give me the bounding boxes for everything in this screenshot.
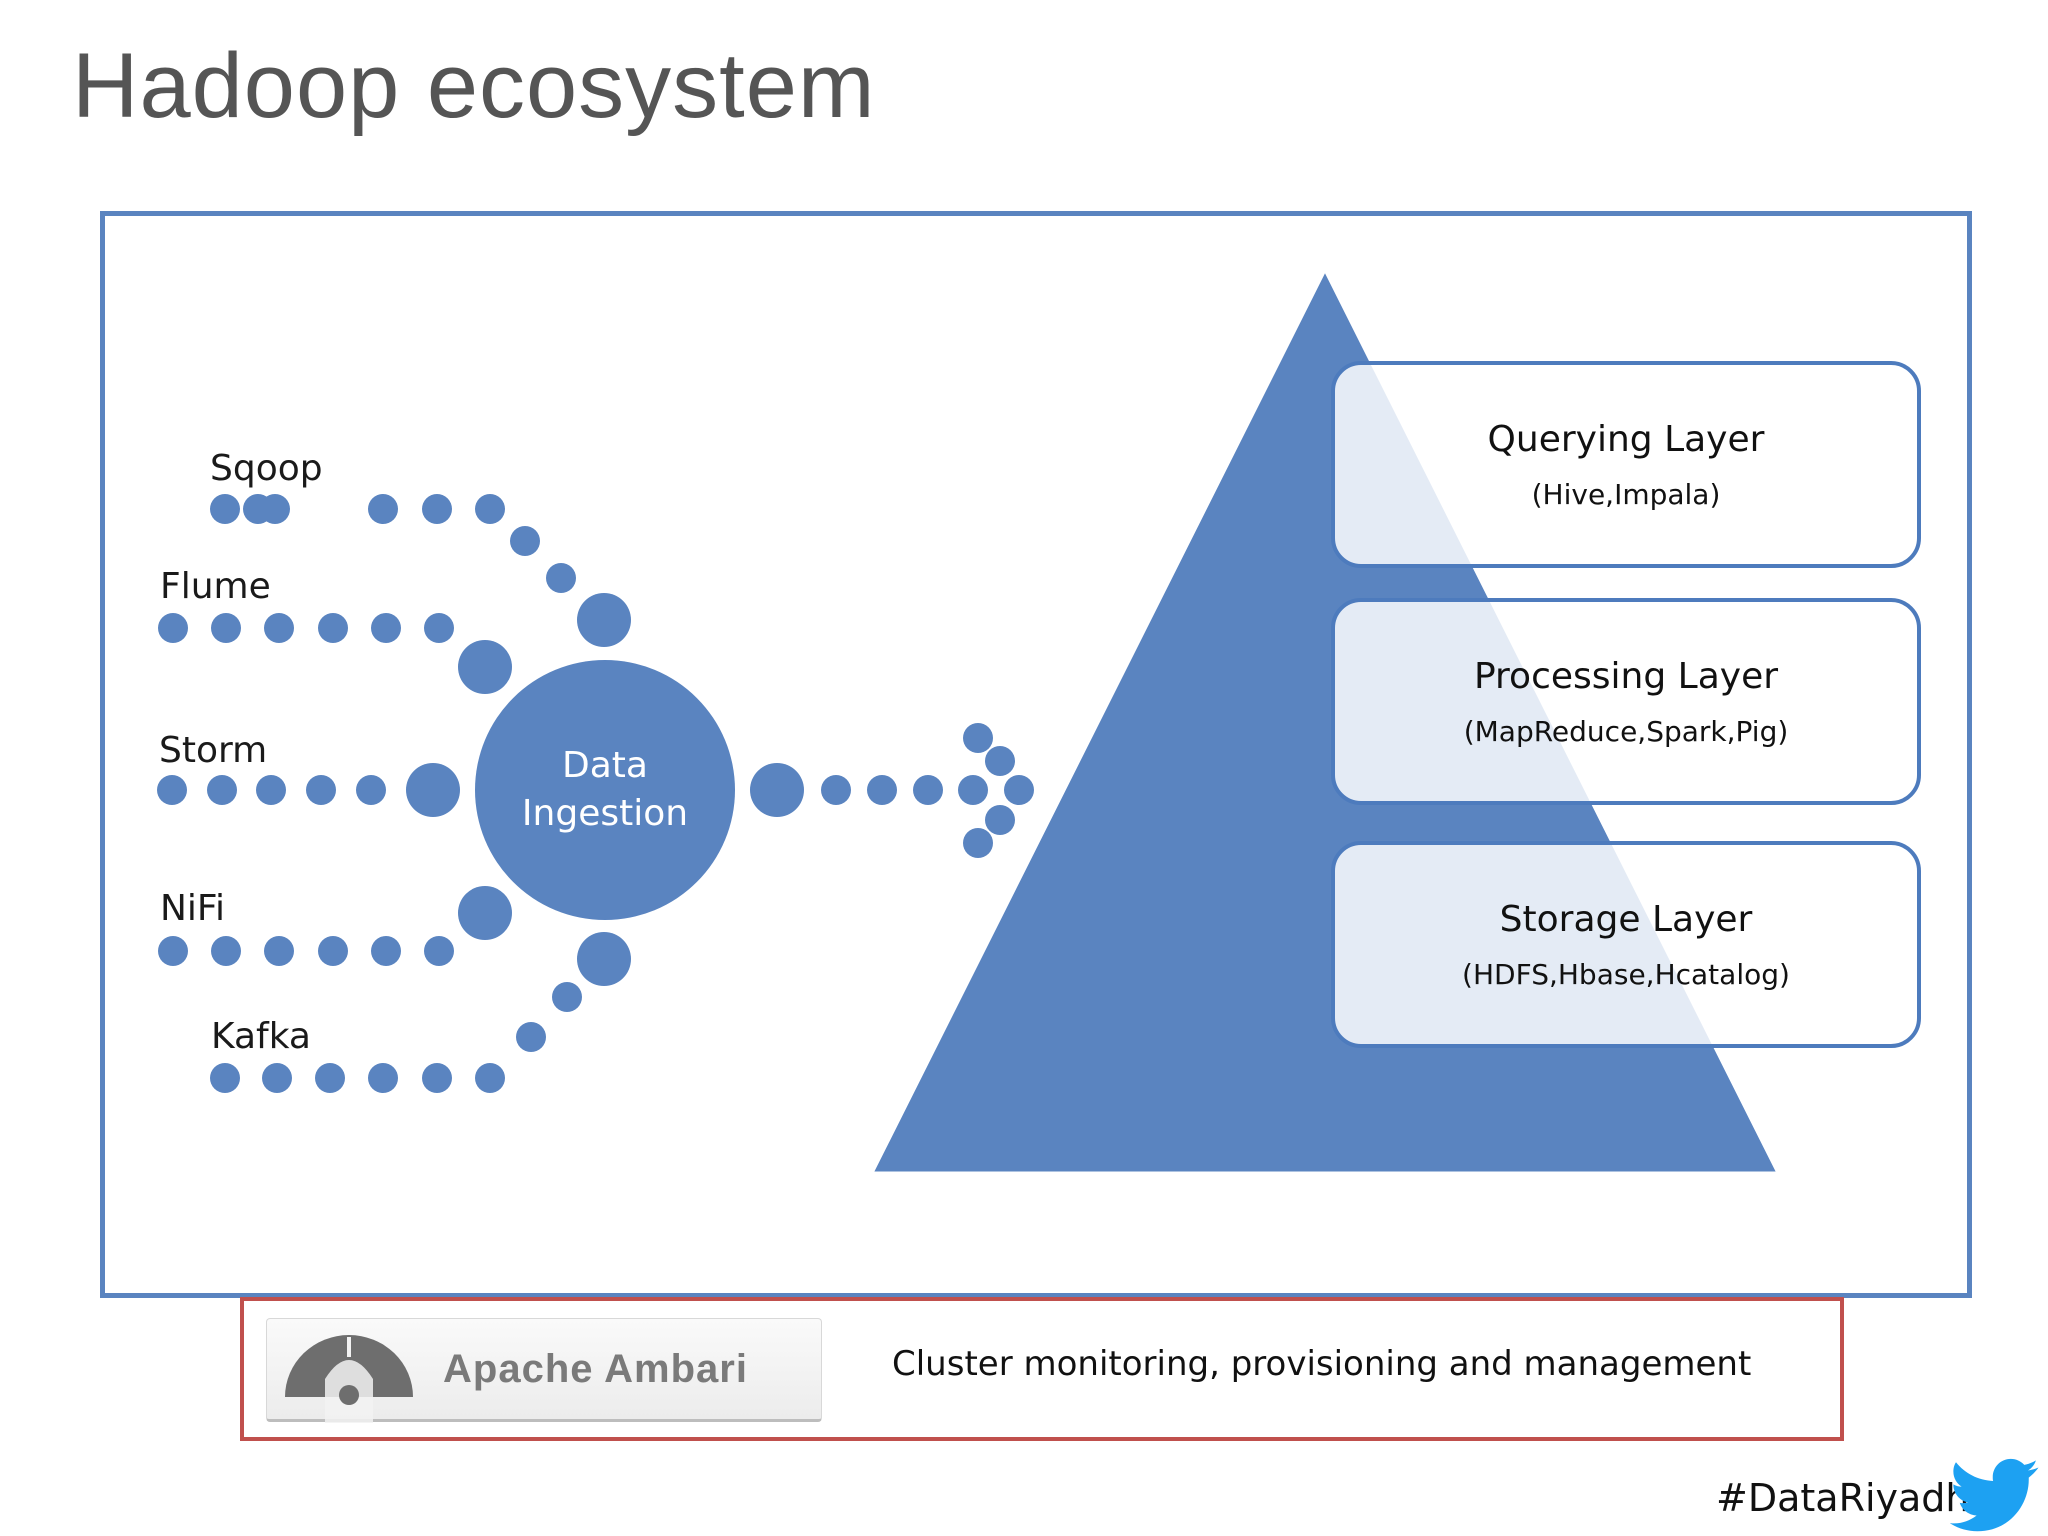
source-label-flume: Flume	[160, 566, 271, 607]
slide-title: Hadoop ecosystem	[72, 35, 876, 137]
layer-processing: Processing Layer (MapReduce,Spark,Pig)	[1331, 598, 1921, 805]
layer-subtitle: (MapReduce,Spark,Pig)	[1463, 715, 1789, 748]
source-label-sqoop: Sqoop	[210, 448, 323, 489]
kafka-flow	[210, 932, 631, 1093]
layer-subtitle: (Hive,Impala)	[1531, 478, 1721, 511]
layer-title: Processing Layer	[1473, 656, 1779, 697]
hub-label-line2: Ingestion	[521, 793, 689, 834]
ambari-logo-text: Apache Ambari	[443, 1347, 748, 1391]
ambari-emblem-icon	[285, 1335, 413, 1423]
source-label-nifi: NiFi	[160, 888, 226, 929]
management-description: Cluster monitoring, provisioning and man…	[892, 1344, 1752, 1384]
flume-flow	[158, 613, 512, 694]
layer-title: Storage Layer	[1499, 899, 1753, 940]
storm-flow	[157, 763, 460, 817]
hub-label: Data Ingestion	[475, 742, 735, 838]
source-label-kafka: Kafka	[211, 1016, 311, 1057]
twitter-bird-icon	[1950, 1458, 2039, 1532]
data-ingestion-hub	[475, 660, 735, 920]
output-flow	[750, 723, 1034, 858]
hashtag: #DataRiyadh	[1716, 1476, 1970, 1520]
layer-querying: Querying Layer (Hive,Impala)	[1331, 361, 1921, 568]
sqoop-flow	[210, 494, 631, 647]
source-label-storm: Storm	[159, 730, 268, 771]
hub-label-line1: Data	[562, 745, 648, 786]
apache-ambari-logo: Apache Ambari	[266, 1318, 822, 1423]
layer-title: Querying Layer	[1487, 419, 1765, 460]
layer-subtitle: (HDFS,Hbase,Hcatalog)	[1462, 958, 1790, 991]
layer-storage: Storage Layer (HDFS,Hbase,Hcatalog)	[1331, 841, 1921, 1048]
nifi-flow	[158, 886, 512, 966]
